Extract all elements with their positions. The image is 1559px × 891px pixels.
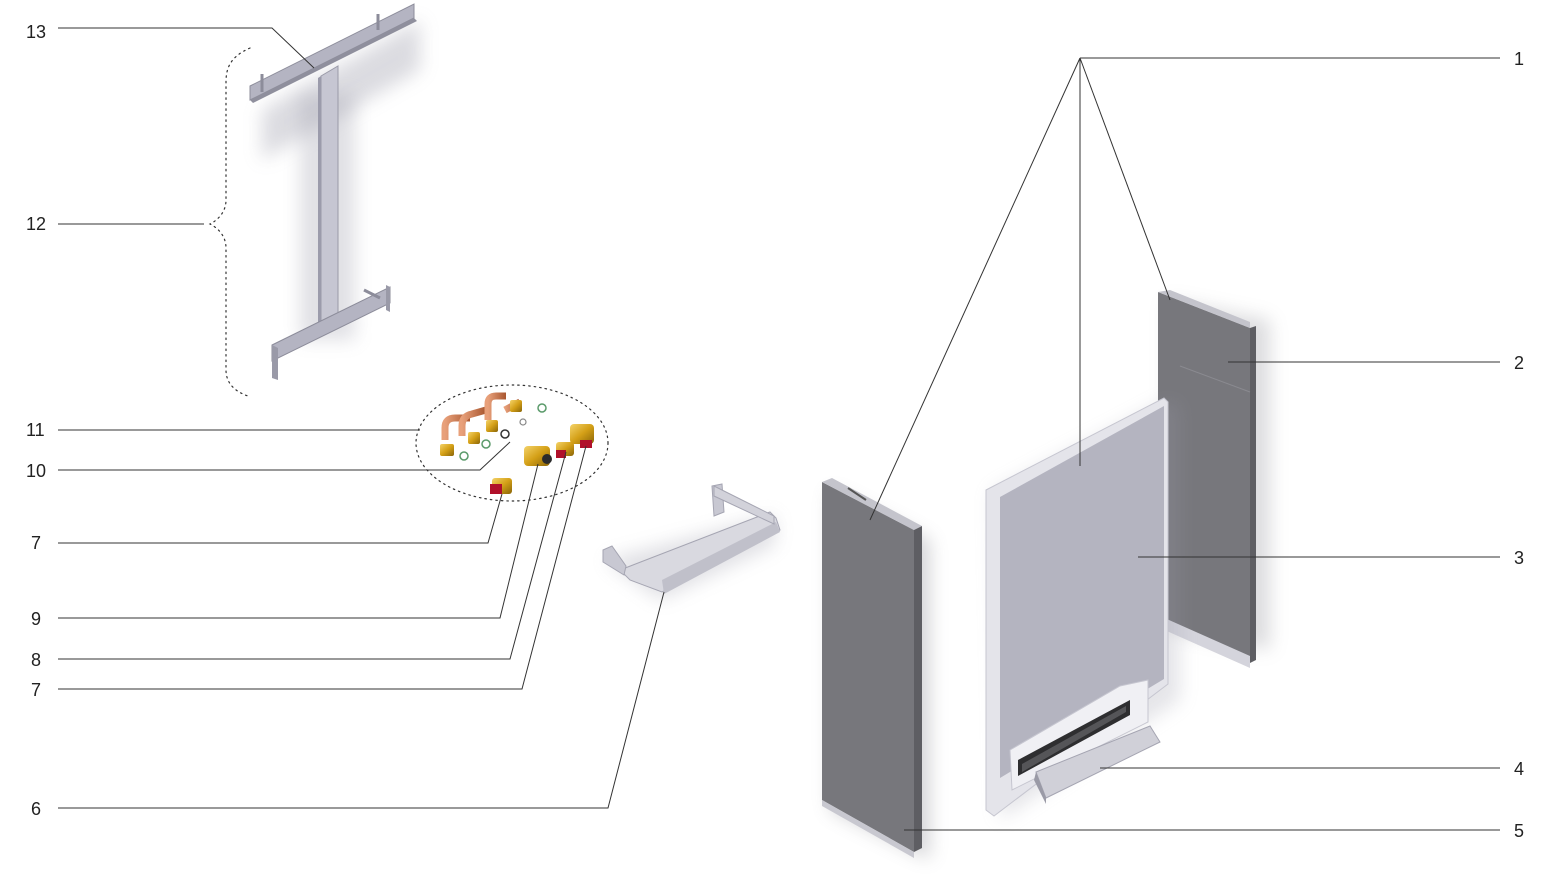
callout-4: 4 — [1514, 759, 1524, 779]
callout-2: 2 — [1514, 353, 1524, 373]
group-brace-12 — [208, 47, 251, 397]
front-casing — [985, 397, 1180, 820]
valve-left — [490, 478, 512, 494]
callout-11: 11 — [26, 420, 45, 440]
leader-7a — [58, 493, 503, 544]
callout-9: 9 — [31, 609, 41, 629]
leader-10 — [58, 441, 511, 471]
callout-8: 8 — [31, 650, 41, 670]
callout-numbers: 13 12 11 10 7 9 8 7 6 1 2 3 4 5 — [26, 22, 1524, 841]
right-side-panel — [1158, 290, 1270, 668]
callout-7-upper: 7 — [31, 533, 41, 553]
callout-10: 10 — [26, 461, 46, 481]
valve-center — [524, 446, 552, 466]
leader-7b — [58, 445, 587, 690]
group-ellipse-fittings — [415, 384, 609, 502]
bottom-flap — [1034, 725, 1161, 804]
leader-13 — [58, 27, 315, 69]
leader-1-to-left-panel — [869, 57, 1081, 521]
leader-8 — [58, 451, 567, 660]
valve-right-small — [556, 442, 574, 458]
leader-9 — [58, 463, 539, 619]
callout-1: 1 — [1514, 49, 1524, 69]
valve-right — [570, 424, 594, 448]
connection-fittings — [440, 392, 594, 494]
callout-7-lower: 7 — [31, 680, 41, 700]
leader-6 — [58, 591, 665, 809]
callout-3: 3 — [1514, 548, 1524, 568]
callout-5: 5 — [1514, 821, 1524, 841]
leader-1-to-right-panel — [1079, 57, 1171, 301]
callout-12: 12 — [26, 214, 46, 234]
callout-6: 6 — [31, 799, 41, 819]
leader-lines — [58, 27, 1500, 831]
callout-13: 13 — [26, 22, 46, 42]
left-side-panel — [822, 478, 930, 860]
mounting-frame — [249, 3, 420, 380]
bottom-bracket — [602, 483, 781, 600]
